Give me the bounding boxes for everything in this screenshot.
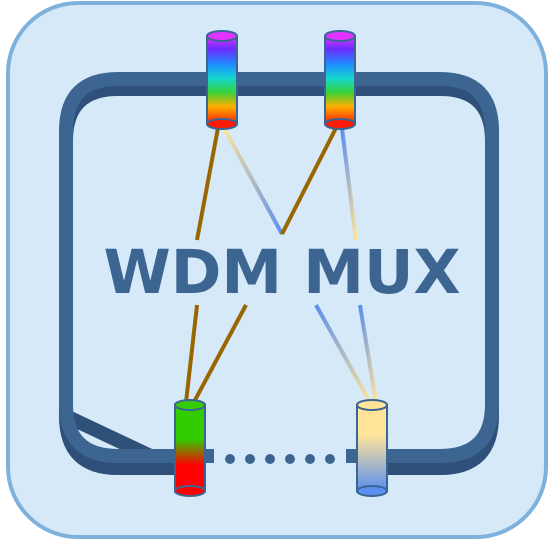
fiber-top-left-to-bottom-left bbox=[195, 127, 220, 241]
green-red-fiber-connector-icon bbox=[174, 399, 206, 497]
fiber-top-left-to-center bbox=[222, 127, 284, 235]
fiber-lower-green bbox=[184, 304, 199, 403]
fiber-top-right-to-center bbox=[280, 127, 338, 235]
title-text: WDM MUX bbox=[103, 237, 460, 308]
ellipsis-dots-icon bbox=[225, 454, 335, 464]
fiber-lower-red bbox=[192, 304, 248, 403]
fiber-lines bbox=[184, 127, 378, 403]
fiber-lower-blue bbox=[314, 304, 372, 403]
yellow-blue-fiber-connector-icon bbox=[356, 399, 388, 497]
fiber-top-right-to-right bbox=[340, 127, 358, 241]
rainbow-fiber-connector-icon bbox=[324, 30, 356, 130]
frame-shadow bbox=[58, 82, 499, 475]
fiber-lower-yellow bbox=[358, 304, 378, 403]
rainbow-fiber-connector-icon bbox=[206, 30, 238, 130]
frame-loop bbox=[59, 72, 499, 463]
background-panel bbox=[6, 1, 548, 539]
